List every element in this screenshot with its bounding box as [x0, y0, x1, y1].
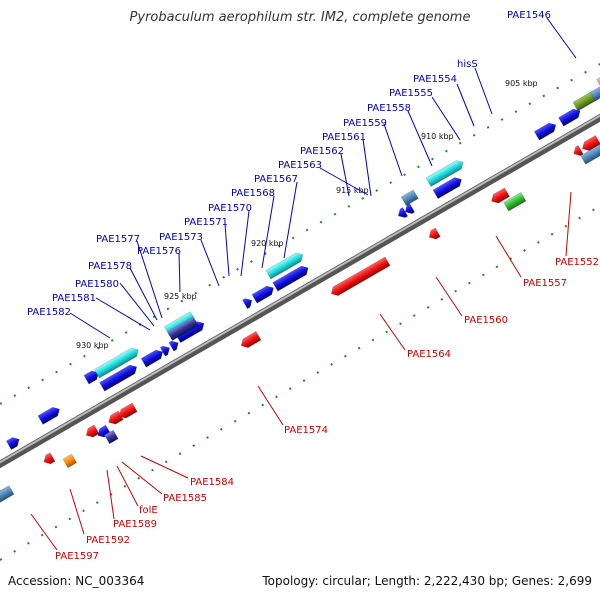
gene-label-pae1563[interactable]: PAE1563 — [278, 160, 322, 171]
gene-label-pae1558[interactable]: PAE1558 — [367, 103, 411, 114]
gene-arrow-3[interactable] — [83, 368, 101, 385]
scale-label-910: 910 kbp — [421, 132, 454, 141]
map-title: Pyrobaculum aerophilum str. IM2, complet… — [129, 10, 471, 25]
gene-label-pae1573[interactable]: PAE1573 — [159, 232, 203, 243]
gene-label-pae1578[interactable]: PAE1578 — [88, 261, 132, 272]
gene-label-pae1582[interactable]: PAE1582 — [27, 307, 71, 318]
gene-arrow-43[interactable] — [503, 191, 527, 212]
gene-arrow-18[interactable] — [400, 189, 419, 206]
gene-arrow-25[interactable] — [596, 66, 600, 89]
gene-arrow-4[interactable] — [99, 362, 140, 392]
gene-label-pae1557[interactable]: PAE1557 — [523, 278, 567, 289]
gene-arrow-19[interactable] — [432, 175, 464, 199]
gene-arrow-13[interactable] — [251, 283, 276, 304]
gene-arrow-21[interactable] — [533, 120, 558, 141]
gene-label-pae1589[interactable]: PAE1589 — [113, 519, 157, 530]
outer-gene-labels — [69, 17, 577, 339]
gene-arrow-42[interactable] — [489, 187, 510, 206]
gene-label-pae1564[interactable]: PAE1564 — [407, 349, 451, 360]
gene-label-pae1554[interactable]: PAE1554 — [413, 74, 457, 85]
gene-arrow-17[interactable] — [403, 203, 415, 216]
gene-arrow-22[interactable] — [558, 106, 583, 127]
gene-arrow-45[interactable] — [580, 135, 600, 153]
scale-label-930: 930 kbp — [76, 341, 109, 350]
gene-label-pae1592[interactable]: PAE1592 — [86, 535, 130, 546]
gene-label-pae1560[interactable]: PAE1560 — [464, 315, 508, 326]
gene-arrow-36[interactable] — [104, 429, 119, 445]
gene-arrow-5[interactable] — [93, 345, 141, 379]
inner-gene-labels — [30, 191, 572, 551]
outer-scale-track — [0, 63, 600, 405]
gene-arrow-12[interactable] — [242, 296, 254, 309]
gene-arrow-41[interactable] — [427, 227, 441, 242]
gene-label-pae1567[interactable]: PAE1567 — [254, 174, 298, 185]
gene-label-pae1581[interactable]: PAE1581 — [52, 293, 96, 304]
scale-label-905: 905 kbp — [505, 79, 538, 88]
gene-features — [0, 66, 600, 520]
gene-arrow-1[interactable] — [5, 435, 21, 450]
gene-arrow-15[interactable] — [265, 250, 306, 280]
gene-arrow-20[interactable] — [425, 158, 466, 187]
gene-label-hiss[interactable]: hisS — [457, 59, 478, 70]
gene-label-pae1552[interactable]: PAE1552 — [555, 257, 599, 268]
gene-label-pae1555[interactable]: PAE1555 — [389, 88, 433, 99]
gene-arrow-34[interactable] — [84, 424, 100, 440]
gene-arrow-40[interactable] — [329, 256, 391, 298]
gene-arrow-6[interactable] — [140, 347, 165, 368]
scale-label-915: 915 kbp — [336, 186, 369, 195]
scale-labels: 905 kbp 910 kbp 915 kbp 920 kbp 925 kbp … — [76, 79, 538, 350]
gene-arrow-44[interactable] — [571, 145, 584, 158]
gene-arrow-31[interactable] — [0, 485, 15, 520]
gene-arrow-7[interactable] — [159, 343, 172, 357]
gene-arrow-2[interactable] — [37, 405, 62, 425]
gene-label-pae1571[interactable]: PAE1571 — [184, 217, 228, 228]
gene-arrow-8[interactable] — [168, 338, 181, 352]
scale-label-925: 925 kbp — [164, 292, 197, 301]
gene-label-pae1576[interactable]: PAE1576 — [137, 246, 181, 257]
gene-label-pae1561[interactable]: PAE1561 — [322, 132, 366, 143]
genome-summary: Topology: circular; Length: 2,222,430 bp… — [262, 574, 592, 588]
gene-label-pae1570[interactable]: PAE1570 — [208, 203, 252, 214]
gene-arrow-32[interactable] — [41, 452, 56, 467]
gene-arrow-38[interactable] — [117, 402, 138, 421]
gene-label-pae1577[interactable]: PAE1577 — [96, 234, 140, 245]
gene-label-pae1580[interactable]: PAE1580 — [75, 279, 119, 290]
gene-label-pae1584[interactable]: PAE1584 — [190, 477, 234, 488]
genome-backbone — [0, 113, 600, 469]
gene-arrow-14[interactable] — [272, 263, 311, 292]
accession-info: Accession: NC_003364 — [8, 574, 145, 588]
gene-arrow-33[interactable] — [62, 453, 77, 469]
gene-label-pae1597[interactable]: PAE1597 — [55, 551, 99, 562]
gene-arrow-46[interactable] — [580, 144, 600, 165]
gene-label-pae1562[interactable]: PAE1562 — [300, 146, 344, 157]
gene-label-pae1559[interactable]: PAE1559 — [343, 118, 387, 129]
gene-arrow-39[interactable] — [239, 331, 262, 350]
gene-arrow-11[interactable] — [166, 316, 199, 341]
gene-label-pae1568[interactable]: PAE1568 — [231, 188, 275, 199]
gene-arrow-24[interactable] — [589, 77, 600, 102]
scale-label-920: 920 kbp — [251, 239, 284, 248]
gene-label-fole[interactable]: folE — [139, 505, 158, 516]
gene-label-pae1574[interactable]: PAE1574 — [284, 425, 328, 436]
gene-label-pae1546[interactable]: PAE1546 — [507, 10, 551, 21]
gene-label-pae1585[interactable]: PAE1585 — [163, 493, 207, 504]
